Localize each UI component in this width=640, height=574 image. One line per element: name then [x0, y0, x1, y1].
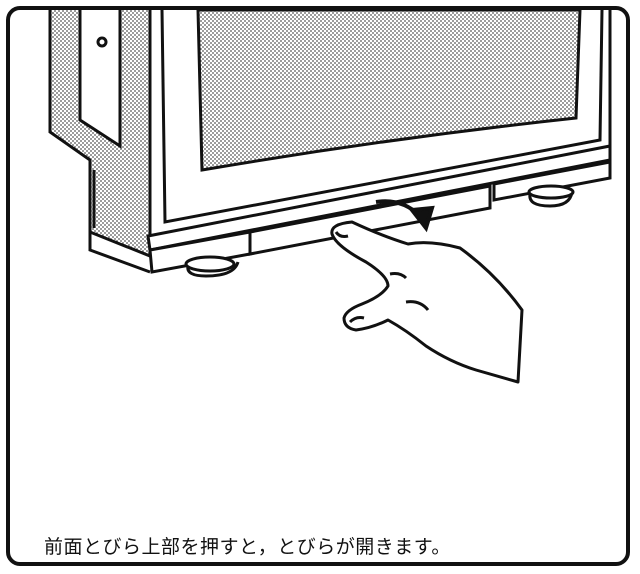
tv-side-panel [48, 10, 152, 259]
illustration-caption: 前面とびら上部を押すと，とびらが開きます。 [44, 536, 451, 558]
tv-feet [184, 184, 575, 278]
tv-illustration [48, 10, 612, 384]
tv-front-door [88, 144, 612, 274]
door-open-arrow [375, 199, 435, 233]
illustration-frame: 前面とびら上部を押すと，とびらが開きます。 [6, 6, 630, 566]
tv-screen [196, 10, 582, 172]
hand-icon [330, 220, 524, 384]
